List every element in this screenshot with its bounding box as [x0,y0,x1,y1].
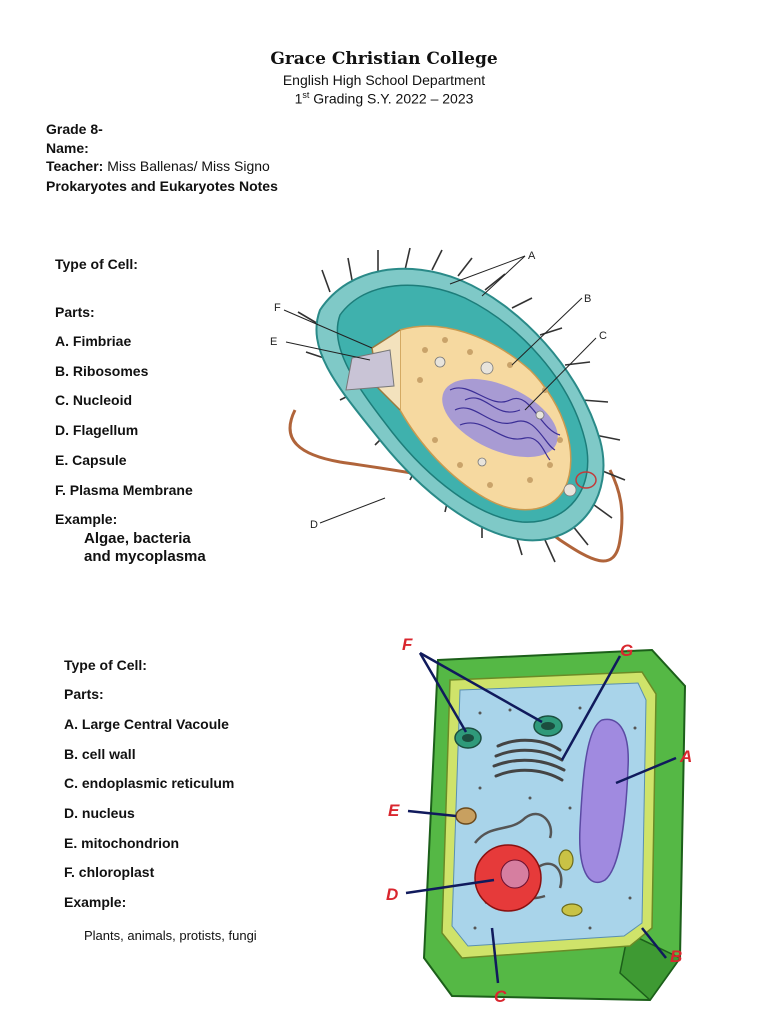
grading-ordinal: st [302,90,310,100]
eukaryote-example-value: Plants, animals, protists, fungi [84,928,257,943]
eukaryote-part: A. Large Central Vacoule [64,716,229,732]
eukaryote-part: D. nucleus [64,805,135,821]
eukaryote-part: B. cell wall [64,746,136,762]
nucleolus [500,859,530,889]
grade-line: Grade 8- [46,121,103,137]
prokaryote-example-line1: Algae, bacteria [84,530,191,547]
mitochondrion [558,849,574,871]
eukaryote-part: E. mitochondrion [64,835,180,851]
prokaryote-part: F. Plasma Membrane [55,482,193,498]
teacher-line: Teacher: Miss Ballenas/ Miss Signo [46,158,270,174]
grading-number: 1 [294,90,303,107]
label-f: F [274,302,281,314]
prokaryote-parts-label: Parts: [55,304,95,320]
grading-line: 1st Grading S.Y. 2022 – 2023 [0,90,768,107]
label-e: E [388,801,400,820]
label-lines [283,255,597,524]
label-g: G [620,641,633,660]
eukaryote-type-label: Type of Cell: [64,657,147,673]
golgi [492,738,566,782]
grading-text: Grading S.Y. 2022 – 2023 [309,90,474,107]
prokaryote-part: E. Capsule [55,452,127,468]
department-line: English High School Department [282,72,486,88]
prokaryote-part: B. Ribosomes [55,363,149,379]
ribosomes [417,337,563,488]
label-c: C [494,987,507,1006]
plant-cell-diagram: F G A E D C B [386,635,692,1006]
ribosomes [473,706,637,930]
prokaryote-example-label: Example: [55,511,118,527]
label-d: D [386,885,398,904]
topic-line: Prokaryotes and Eukaryotes Notes [46,178,278,194]
prokaryote-example-line2: and mycoplasma [84,548,206,565]
inclusions [434,356,577,497]
mitochondrion [455,807,477,825]
plasmid [575,471,597,489]
prokaryote-type-label: Type of Cell: [55,256,138,272]
prokaryote-cell-diagram: A B C D E F [270,247,626,563]
label-a: A [528,250,536,262]
label-lines [405,651,677,984]
cell-wall-side [619,931,682,1002]
eukaryote-parts-label: Parts: [64,686,104,702]
central-vacuole [579,718,629,884]
prokaryote-part: D. Flagellum [55,422,139,438]
eukaryote-part: C. endoplasmic reticulum [64,775,235,791]
teacher-value: Miss Ballenas/ Miss Signo [103,158,270,174]
label-f: F [402,635,413,654]
prokaryote-part: A. Fimbriae [55,333,132,349]
label-c: C [599,330,607,342]
eukaryote-part: F. chloroplast [64,864,155,880]
label-d: D [310,519,318,531]
label-b: B [670,947,682,966]
eukaryote-example-label: Example: [64,894,127,910]
nucleoid-dna [449,387,561,461]
mitochondrion [561,903,583,917]
teacher-label: Teacher: [46,158,104,174]
label-a: A [679,747,692,766]
label-b: B [584,293,591,305]
membrane-layer [345,349,395,391]
name-line: Name: [46,140,89,156]
label-e: E [270,336,277,348]
prokaryote-part: C. Nucleoid [55,392,133,408]
school-title: Grace Christian College [270,49,498,69]
